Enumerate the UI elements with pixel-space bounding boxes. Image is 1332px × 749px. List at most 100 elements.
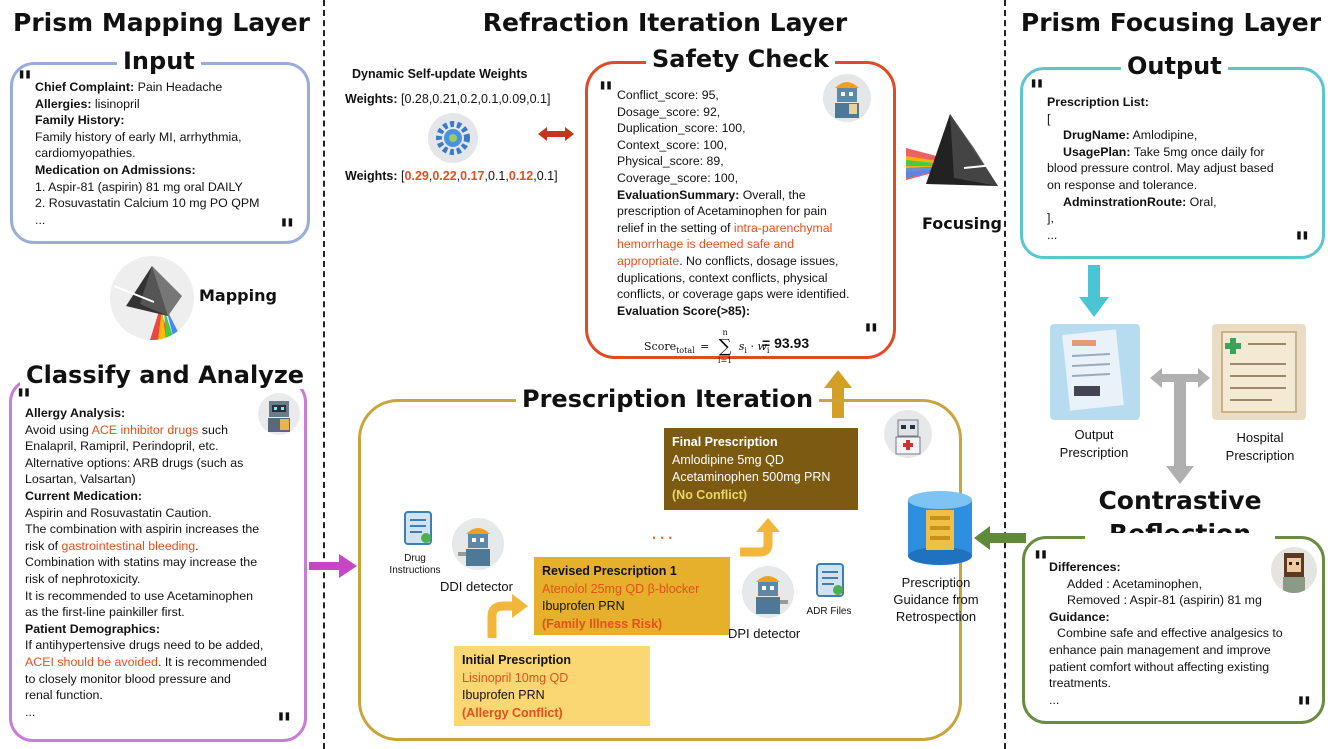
summary-line-7: conflicts, or coverage gaps were identif…	[617, 287, 850, 302]
output-box: Output " " Prescription List: [ DrugName…	[1020, 52, 1325, 261]
separator-right	[1004, 0, 1006, 749]
allergy-highlight: ACE inhibitor drugs	[91, 422, 199, 437]
drugname-label: DrugName:	[1063, 128, 1130, 143]
allergies-value: lisinopril	[94, 96, 140, 111]
dpi-detector-label: DPI detector	[728, 626, 801, 641]
gi-bleeding-highlight: gastrointestinal bleeding	[61, 538, 196, 553]
close-quote: "	[279, 213, 295, 248]
allergy-line-4: Losartan, Valsartan)	[25, 472, 136, 487]
current-line-3: risk of	[25, 538, 62, 553]
close-quote: "	[863, 318, 879, 353]
route-label: AdminstrationRoute:	[1063, 194, 1187, 209]
prescription-iteration-box: Prescription Iteration	[358, 385, 962, 741]
adr-files-icon	[814, 562, 846, 598]
score-item-2: Dosage_score: 92,	[617, 104, 721, 119]
allergy-line-2: Enalapril, Ramipril, Perindopril, etc.	[25, 439, 219, 454]
acei-highlight: ACEI should be avoided	[25, 654, 158, 669]
classify-title: Classify and Analyze	[20, 361, 311, 389]
initial-prescription-card: Initial Prescription Lisinopril 10mg QD …	[454, 646, 650, 726]
weights-initial: [0.28,0.21,0.2,0.1,0.09,0.1]	[401, 92, 551, 106]
revised-prescription-line-2: Ibuprofen PRN	[542, 599, 625, 613]
usage-line-1: Take 5mg once daily for	[1130, 144, 1265, 159]
formula-lhs-sub: total	[676, 346, 695, 356]
mapping-prism-icon	[110, 256, 194, 340]
comparison-arrows	[1150, 368, 1210, 484]
current-line-4: Combination with statins may increase th…	[25, 555, 258, 570]
weight-value-1: 0.29	[404, 169, 429, 183]
initial-prescription-title: Initial Prescription	[462, 653, 572, 667]
classify-ellipsis: ...	[25, 704, 36, 719]
allergy-line-3: Alternative options: ARB drugs (such as	[25, 455, 244, 470]
output-prescription-label: Output Prescription	[1059, 427, 1129, 460]
focusing-prism-icon	[904, 108, 1005, 208]
focusing-layer-header: Prism Focusing Layer	[1020, 8, 1322, 37]
demo-line-2: . It is recommended	[157, 654, 267, 669]
evaluation-score-label: Evaluation Score(>85):	[617, 303, 750, 318]
demo-line-1: If antihypertensive drugs need to be add…	[25, 638, 264, 653]
reviewer-avatar-icon	[1271, 547, 1317, 593]
initial-to-revised-arrow	[487, 594, 528, 638]
drug-instructions-icon	[402, 510, 434, 546]
score-formula: Scoretotal = n ∑ i=1 si · wi	[644, 328, 770, 365]
revised-prescription-title: Revised Prescription 1	[542, 564, 677, 578]
classify-content: Allergy Analysis: Avoid using ACE inhibi…	[25, 405, 305, 720]
score-item-1: Conflict_score: 95,	[617, 88, 719, 102]
hospital-prescription-label: Hospital Prescription	[1225, 430, 1295, 463]
current-line-7: as the first-line painkiller first.	[25, 605, 185, 620]
guidance-line-3: patient comfort without affecting existi…	[1049, 659, 1270, 674]
removed-text: Removed : Aspir-81 (aspirin) 81 mg	[1067, 593, 1262, 608]
dpi-detector-robot-icon	[742, 566, 794, 618]
output-ellipsis: ...	[1047, 227, 1058, 242]
bracket-close: ],	[1047, 211, 1054, 226]
inspector-robot-icon	[823, 74, 871, 122]
input-title: Input	[117, 47, 201, 75]
summary-line-5: . No conflicts, dosage issues,	[679, 253, 839, 268]
score-item-4: Context_score: 100,	[617, 137, 728, 152]
weight-value-5: 0.12	[508, 169, 534, 183]
formula-lhs: Score	[644, 340, 677, 353]
demo-line-4: renal function.	[25, 688, 103, 703]
open-quote: "	[16, 383, 32, 418]
medication-1: 1. Aspir-81 (aspirin) 81 mg oral DAILY	[35, 179, 243, 194]
bidirectional-arrow	[538, 127, 574, 141]
separator-left	[323, 0, 325, 749]
drug-instructions-label: Drug Instructions	[389, 553, 441, 576]
weights-label: Weights:	[345, 169, 398, 183]
hospital-prescription-icon	[1212, 324, 1306, 420]
classify-box: Classify and Analyze " " Allergy Analysi…	[9, 361, 311, 742]
weight-value-3: 0.17	[460, 169, 485, 183]
chief-complaint-label: Chief Complaint:	[35, 80, 135, 94]
family-history-text: Family history of early MI, arrhythmia, …	[35, 129, 242, 161]
score-list: Conflict_score: 95,Dosage_score: 92,Dupl…	[617, 87, 897, 187]
weights-initial-row: Weights: [0.28,0.21,0.2,0.1,0.09,0.1]	[345, 92, 550, 106]
output-prescription-icon	[1050, 324, 1140, 420]
summary-highlight-2: hemorrhage is deemed safe and	[617, 237, 795, 252]
close-quote: "	[276, 707, 292, 742]
current-line-1: Aspirin and Rosuvastatin Caution.	[25, 505, 212, 520]
input-content: Chief Complaint: Pain Headache Allergies…	[35, 79, 305, 228]
input-box: Input " " Chief Complaint: Pain Headache…	[10, 47, 310, 248]
safety-content: Conflict_score: 95,Dosage_score: 92,Dupl…	[617, 87, 897, 319]
drugname-value: Amlodipine,	[1129, 128, 1198, 143]
iteration-to-safety-arrow	[824, 370, 852, 418]
weight-value-4: 0.1	[488, 169, 506, 183]
final-prescription-card: Final Prescription Amlodipine 5mg QD Ace…	[664, 428, 858, 510]
current-medication-label: Current Medication:	[25, 488, 143, 503]
weight-value-2: 0.22	[432, 169, 457, 183]
formula-weight-sub: i	[766, 346, 770, 356]
close-quote: "	[1294, 226, 1310, 261]
medication-2: 2. Rosuvastatin Calcium 10 mg PO QPM	[35, 196, 260, 211]
bracket-open: [	[1047, 111, 1051, 126]
prescription-list-label: Prescription List:	[1047, 95, 1149, 109]
weights-updated-row: Weights: [0.29,0.22,0.17,0.1,0.12,0.1]	[345, 169, 558, 183]
revised-prescription-card: Revised Prescription 1 Atenolol 25mg QD …	[534, 557, 730, 635]
route-value: Oral,	[1186, 194, 1217, 209]
contrastive-ellipsis: ...	[1049, 692, 1060, 707]
usage-line-2: blood pressure control. May adjust based	[1047, 161, 1274, 176]
score-value: = 93.93	[762, 335, 810, 351]
formula-weight: w	[757, 340, 767, 353]
output-down-arrow	[1079, 265, 1109, 317]
final-prescription-status: (No Conflict)	[672, 487, 747, 502]
safety-check-box: Safety Check " " Conflict_score: 95,Dosa…	[585, 45, 897, 365]
initial-prescription-status: (Allergy Conflict)	[462, 705, 563, 720]
